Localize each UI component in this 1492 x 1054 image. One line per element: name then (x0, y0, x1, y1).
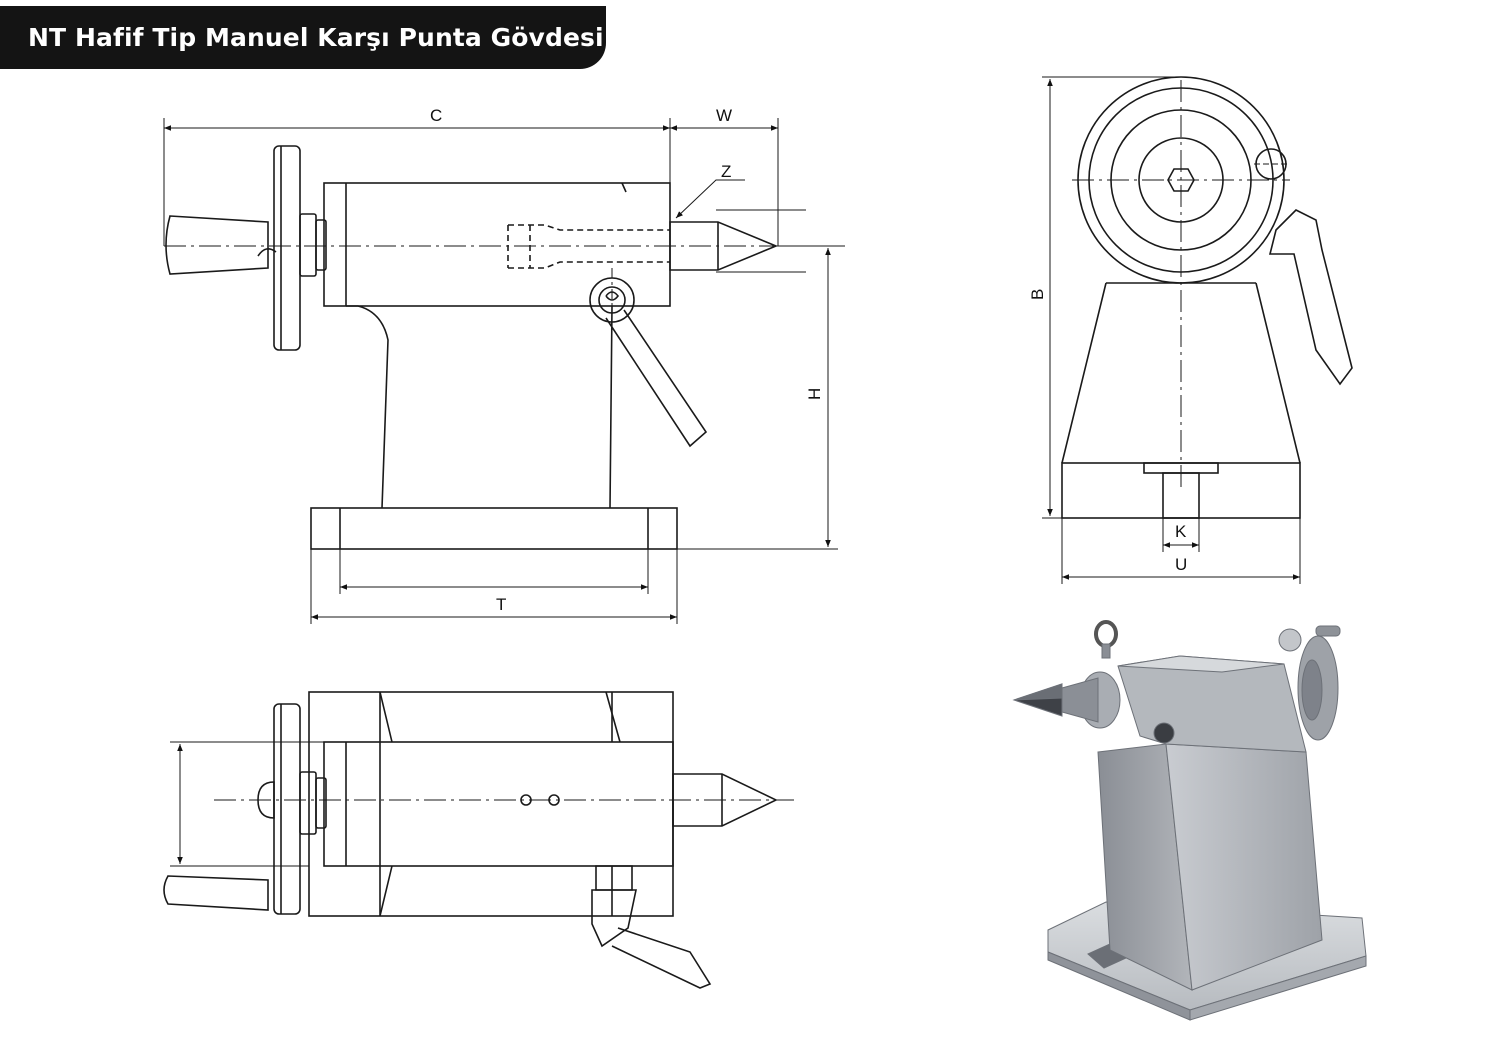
top-clamp-boss (595, 865, 633, 891)
dim-label-u: U (1175, 555, 1187, 574)
dim-label-t: T (496, 595, 506, 614)
quill-housing (323, 182, 671, 307)
dim-label-w: W (716, 106, 732, 125)
front-view (1042, 76, 1353, 584)
top-live-center (672, 773, 778, 827)
front-clamp-lever (1268, 209, 1353, 386)
side-view (163, 118, 845, 624)
live-center (669, 221, 779, 271)
base (310, 507, 678, 550)
top-quill-housing (323, 741, 674, 867)
top-handwheel (273, 703, 301, 915)
title-banner: NT Hafif Tip Manuel Karşı Punta Gövdesi (0, 6, 606, 69)
product-photo (1012, 620, 1367, 1021)
top-crank-handle (163, 875, 269, 911)
page-title: NT Hafif Tip Manuel Karşı Punta Gövdesi (28, 23, 604, 52)
dim-label-k: K (1175, 522, 1187, 541)
top-clamp-lever (611, 927, 712, 989)
dim-label-b: B (1028, 289, 1047, 300)
crank-handle (165, 215, 269, 275)
dim-label-h: H (805, 388, 824, 400)
dim-label-c: C (430, 106, 442, 125)
dim-label-z: Z (721, 162, 731, 181)
clamp-lever (605, 309, 708, 448)
top-view (163, 691, 794, 989)
top-base-outline (308, 691, 674, 917)
handwheel-rim (273, 145, 301, 351)
